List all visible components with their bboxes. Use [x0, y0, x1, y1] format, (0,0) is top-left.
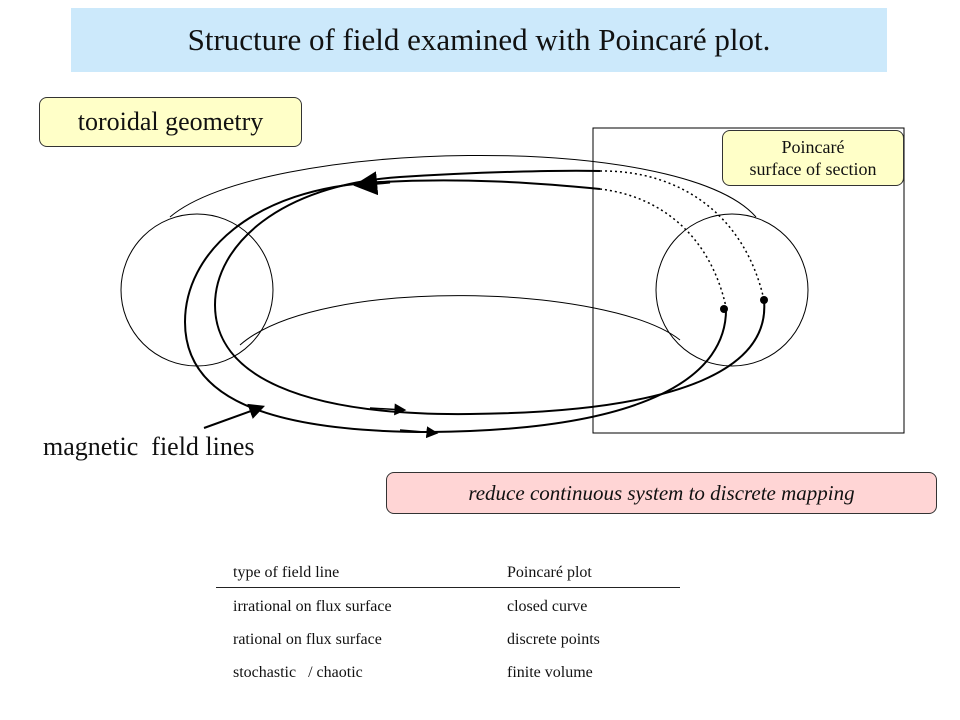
torus-cross-section-right [655, 213, 809, 367]
magnetic-field-lines-label: magnetic field lines [43, 432, 255, 461]
table-header-poincare: Poincaré plot [507, 564, 592, 581]
section-point-1 [720, 305, 728, 313]
page-title: Structure of field examined with Poincar… [187, 22, 771, 57]
poincare-section-label: Poincaré surface of section [722, 130, 904, 186]
table-cell-plot: closed curve [507, 598, 588, 615]
field-line-table: type of field line Poincaré plot irratio… [216, 556, 680, 689]
table-row: irrational on flux surface closed curve [216, 590, 680, 623]
reduce-mapping-text: reduce continuous system to discrete map… [468, 480, 855, 505]
field-line-outer [183, 179, 728, 434]
table-header-type: type of field line [233, 564, 340, 581]
torus-cross-section-left [120, 213, 274, 367]
table-row: stochastic / chaotic finite volume [216, 656, 680, 689]
field-line-outer-dotted [599, 188, 727, 308]
torus-inner-curve [239, 295, 681, 346]
poincare-label-line2: surface of section [749, 159, 877, 179]
title-banner: Structure of field examined with Poincar… [71, 8, 887, 72]
table-header-row: type of field line Poincaré plot [216, 556, 680, 588]
direction-arrow-top [353, 171, 391, 196]
table-cell-plot: finite volume [507, 664, 593, 681]
section-point-2 [760, 296, 768, 304]
direction-arrow-mid [369, 403, 407, 416]
torus-outer-curve [169, 155, 757, 218]
reduce-mapping-banner: reduce continuous system to discrete map… [386, 472, 937, 514]
section-plane [592, 127, 905, 434]
table-cell-type: irrational on flux surface [233, 598, 392, 615]
table-row: rational on flux surface discrete points [216, 623, 680, 656]
direction-arrow-bottom [399, 426, 439, 439]
table-cell-type: rational on flux surface [233, 631, 382, 648]
poincare-label-line1: Poincaré [781, 137, 845, 157]
field-lines-pointer-arrow [203, 403, 266, 429]
field-line-inner-dotted [599, 170, 765, 301]
toroidal-geometry-label: toroidal geometry [39, 97, 302, 147]
toroidal-geometry-text: toroidal geometry [77, 107, 264, 136]
table-cell-type: stochastic / chaotic [233, 664, 363, 681]
field-line-inner [213, 169, 766, 416]
table-cell-plot: discrete points [507, 631, 600, 648]
